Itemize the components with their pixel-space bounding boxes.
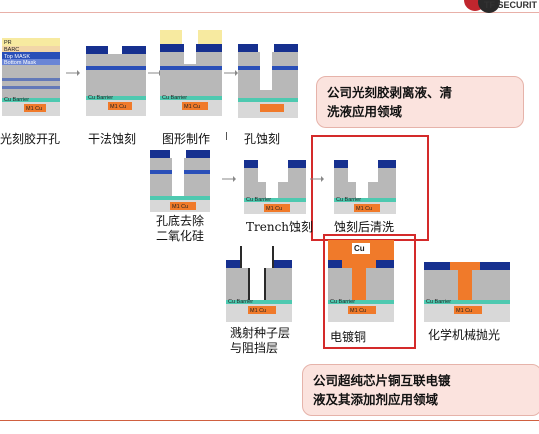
- step-dry-etch: Cu Barrier M1 Cu: [86, 36, 146, 116]
- brand-logo: [464, 0, 500, 13]
- step-post-etch-clean: Cu Barrier M1 Cu: [334, 150, 396, 214]
- step-trench-etch: Cu Barrier M1 Cu: [244, 150, 306, 214]
- arrow-right-icon: [66, 70, 80, 76]
- step-electroplating: Cu Cu Barrier M1 Cu: [318, 240, 400, 322]
- layer-label-top-mask: Top MASK: [4, 54, 30, 60]
- layer-label-bottom-mask: Bottom Mask: [4, 60, 36, 66]
- arrow-right-icon: [222, 176, 236, 182]
- header-bar: TF SECURIT: [0, 0, 539, 14]
- layer-label-m1-cu: M1 Cu: [26, 106, 42, 112]
- layer-label-barc: BARC: [4, 47, 19, 53]
- callout-line-1: 公司光刻胶剥离液、清: [327, 85, 453, 100]
- step-label-cmp: 化学机械抛光: [428, 328, 501, 342]
- layer-label-cu-barrier: Cu Barrier: [330, 299, 355, 305]
- step-label-photoresist-opening: 光刻胶开孔: [0, 132, 61, 146]
- step-label-trench-etch: Trench蚀刻: [246, 220, 314, 234]
- layer-label-cu-barrier: Cu Barrier: [246, 197, 271, 203]
- layer-label-m1-cu: M1 Cu: [110, 104, 126, 110]
- step-label-sputter-seed-barrier: 溅射种子层 与阻挡层: [230, 326, 290, 356]
- layer-label-cu-barrier: Cu Barrier: [336, 197, 361, 203]
- callout-photoresist-stripper: 公司光刻胶剥离液、清 洗液应用领域: [316, 76, 524, 128]
- layer-label-cu-barrier: Cu Barrier: [88, 95, 113, 101]
- layer-label-m1-cu: M1 Cu: [250, 308, 266, 314]
- callout-line-1: 公司超纯芯片铜互联电镀: [313, 373, 451, 388]
- header-divider: [0, 12, 539, 13]
- step-label-line-1: 孔底去除: [156, 214, 205, 228]
- step-label-electroplating: 电镀铜: [330, 330, 367, 344]
- layer-label-cu-barrier: Cu Barrier: [426, 299, 451, 305]
- step-remove-silicon-dioxide: M1 Cu: [150, 150, 210, 212]
- callout-line-2: 洗液应用领域: [327, 104, 403, 119]
- layer-label-m1-cu: M1 Cu: [184, 104, 200, 110]
- callout-copper-plating: 公司超纯芯片铜互联电镀 液及其添加剂应用领域: [302, 364, 539, 416]
- step-label-line-2: 二氧化硅: [156, 229, 205, 243]
- step-label-line-2: 与阻挡层: [230, 341, 279, 355]
- layer-label-pr: PR: [4, 40, 12, 46]
- brand-name: TF SECURIT: [484, 0, 537, 10]
- arrow-right-icon: [224, 70, 238, 76]
- step-label-post-etch-clean: 蚀刻后清洗: [334, 220, 395, 234]
- layer-label-cu-barrier: Cu Barrier: [4, 97, 29, 103]
- layer-label-m1-cu: M1 Cu: [456, 308, 472, 314]
- step-pattern-making: Cu Barrier M1 Cu: [160, 30, 222, 116]
- step-label-pattern-making: 图形制作: [162, 132, 211, 146]
- step-label-line-1: 溅射种子层: [230, 326, 291, 340]
- callout-line-2: 液及其添加剂应用领域: [313, 392, 439, 407]
- layer-label-cu: Cu: [354, 244, 365, 253]
- layer-label-m1-cu: M1 Cu: [350, 308, 366, 314]
- layer-label-cu-barrier: Cu Barrier: [228, 299, 253, 305]
- layer-label-cu-barrier: Cu Barrier: [162, 95, 187, 101]
- layer-label-m1-cu: M1 Cu: [172, 204, 188, 210]
- layer-label-m1-cu: M1 Cu: [356, 206, 372, 212]
- step-label-remove-silicon-dioxide: 孔底去除 二氧化硅: [156, 214, 204, 244]
- step-label-hole-etch: 孔蚀刻: [244, 132, 281, 146]
- divider-tick: [226, 132, 227, 140]
- step-hole-etch: [238, 44, 298, 118]
- arrow-right-icon: [310, 176, 324, 182]
- layer-label-m1-cu: M1 Cu: [266, 206, 282, 212]
- step-sputter-seed-barrier: Cu Barrier M1 Cu: [226, 240, 292, 322]
- step-photoresist-opening: PR BARC Top MASK Bottom Mask Cu Barrier …: [2, 38, 60, 116]
- highlight-box-electroplating: [323, 234, 416, 349]
- step-cmp: Cu Barrier M1 Cu: [424, 262, 510, 322]
- step-label-dry-etch: 干法蚀刻: [88, 132, 137, 146]
- footer-divider: [0, 420, 539, 421]
